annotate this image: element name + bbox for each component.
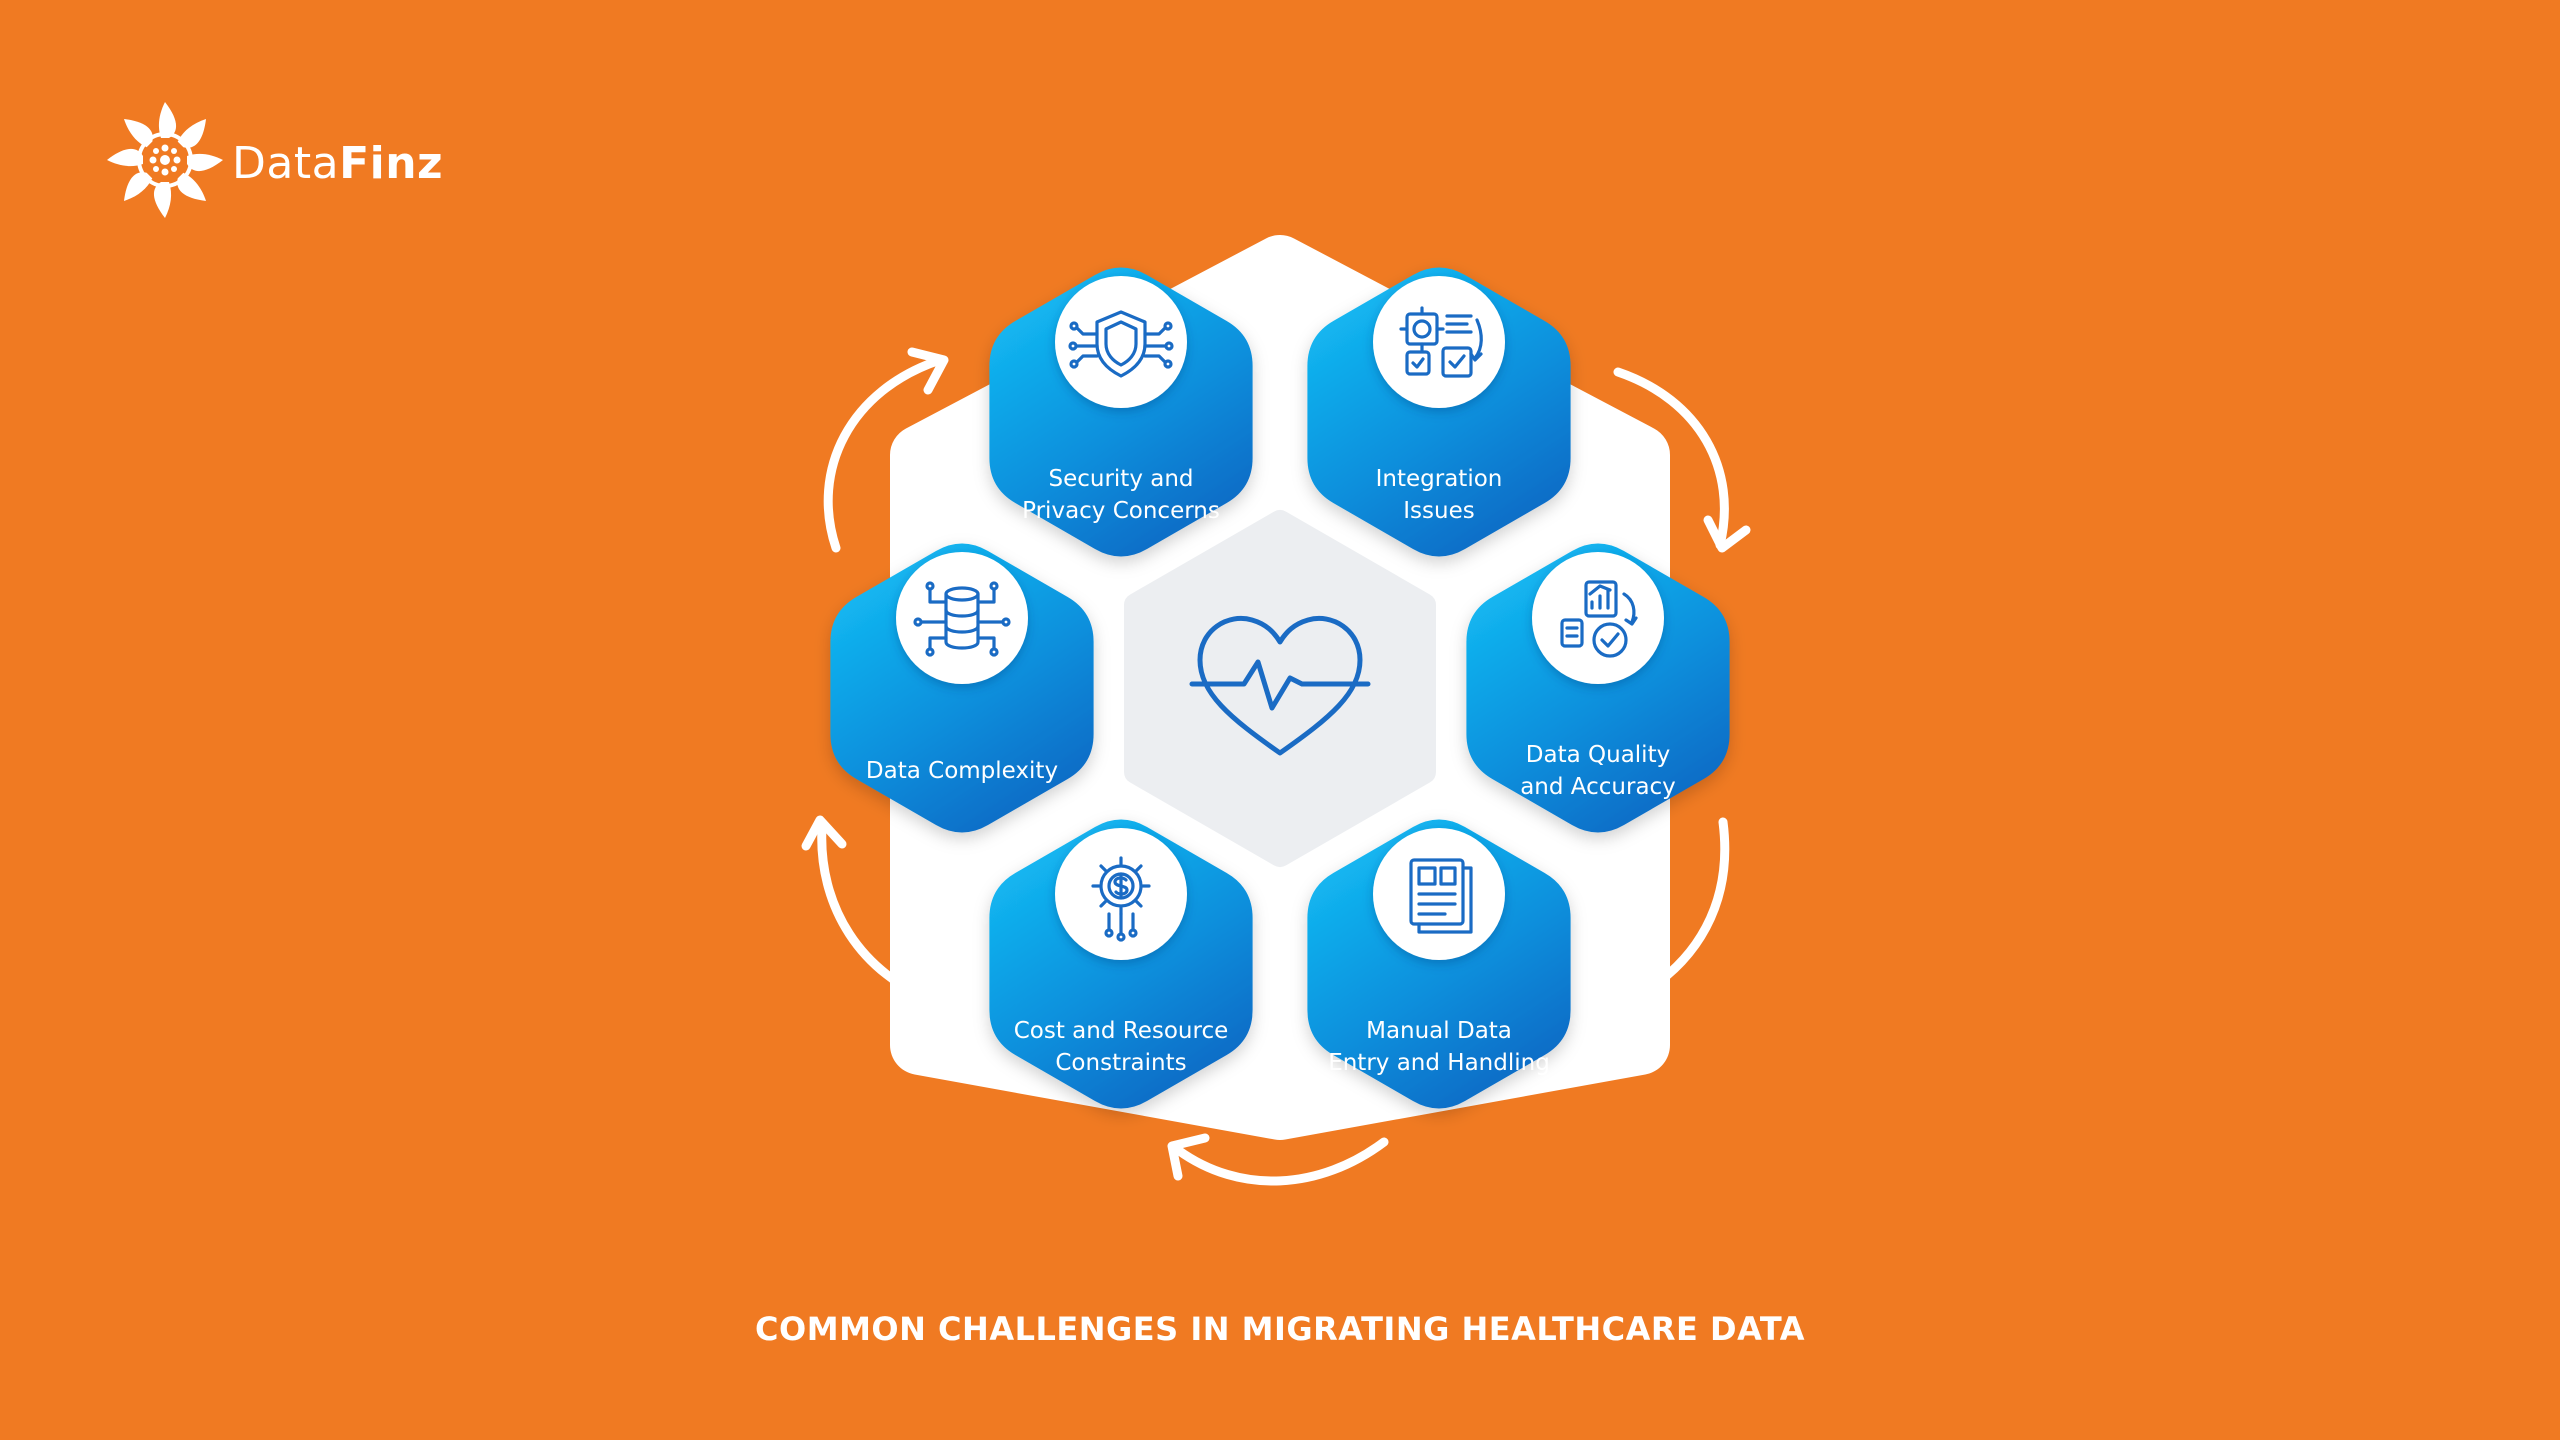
icon-circle [1055,276,1187,408]
brand-name-light: Data [232,138,340,189]
challenge-label: Constraints [1055,1050,1186,1076]
arrow-right-upper [1613,367,1751,553]
challenge-label: Integration [1376,466,1503,492]
icon-circle [896,552,1028,684]
shield-circuit-icon [1068,310,1174,378]
brand-name-bold: Finz [339,138,444,189]
challenge-label: Manual Data [1366,1018,1512,1044]
challenge-label: Privacy Concerns [1022,498,1220,524]
challenge-label: Cost and Resource [1014,1018,1229,1044]
arrow-left-upper [823,347,949,553]
sun-spiral-logo-icon [107,102,223,218]
document-icon [1409,858,1473,934]
diagram-title: COMMON CHALLENGES IN MIGRATING HEALTHCAR… [755,1310,1805,1348]
challenge-label: Data Complexity [866,758,1058,784]
arrow-bottom [1167,1133,1389,1186]
data-quality-chart-icon [1560,580,1638,658]
challenge-label: Data Quality [1526,742,1670,768]
challenge-node: Data Quality and Accuracy [1466,543,1730,833]
integration-gear-icon [1399,306,1483,378]
cost-gear-dollar-icon [1091,856,1151,942]
icon-circle [1373,276,1505,408]
challenge-label: Security and [1048,466,1193,492]
center-hexagon [1124,510,1436,867]
brand-logo-text: DataFinz [232,138,443,189]
icon-circle [1532,552,1664,684]
challenge-label: and Accuracy [1520,774,1676,800]
challenge-label: Entry and Handling [1328,1050,1550,1076]
challenge-node: Data Complexity [830,543,1094,833]
database-circuit-icon [913,581,1011,657]
heart-pulse-icon [1189,616,1371,756]
challenge-label: Issues [1403,498,1474,524]
